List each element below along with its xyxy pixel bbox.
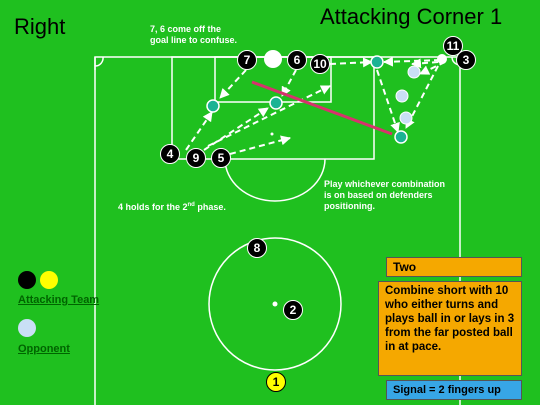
player-7: 7 [237, 50, 257, 70]
player-5: 5 [211, 148, 231, 168]
attacker-swatch-black [18, 271, 36, 289]
opponent-markers [395, 65, 421, 125]
run-7 [219, 69, 247, 99]
note-text: 4 holds for the 2 [118, 202, 188, 212]
option-box: Two [386, 257, 522, 277]
run-3b [411, 58, 439, 69]
page-title: Attacking Corner 1 [320, 4, 503, 29]
player-9: 9 [186, 148, 206, 168]
run-9 [203, 107, 269, 151]
player-3: 3 [456, 50, 476, 70]
player-11: 11 [443, 36, 463, 56]
player-2: 2 [283, 300, 303, 320]
run-3 [419, 61, 446, 75]
note-combination: Play whichever combination is on based o… [324, 179, 445, 212]
movement-arrows [185, 56, 446, 155]
corner-ball [437, 54, 447, 64]
note-line: positioning. [324, 201, 375, 211]
ball-path [251, 80, 393, 136]
note-line: goal line to confuse. [150, 35, 238, 45]
legend-opponent: Opponent [18, 343, 70, 355]
run-4 [185, 111, 213, 151]
player-4: 4 [160, 144, 180, 164]
note-come-off-line: 7, 6 come off the goal line to confuse. [150, 24, 237, 46]
player-1-keeper: 1 [266, 372, 286, 392]
note-line: is on based on defenders [324, 190, 433, 200]
side-label: Right [14, 14, 66, 39]
note-holds: 4 holds for the 2nd phase. [118, 200, 226, 213]
legend-attacking-team: Attacking Team [18, 294, 100, 306]
note-sup: nd [187, 202, 195, 208]
center-spot [272, 301, 278, 307]
attacker-swatch-yellow [40, 271, 58, 289]
run-9b [207, 85, 331, 147]
pass-10 [329, 57, 373, 68]
note-line: 7, 6 come off the [150, 24, 222, 34]
pass-combo [376, 69, 400, 133]
penalty-spot [270, 132, 274, 136]
player-8: 8 [247, 238, 267, 258]
goal-ball [264, 50, 282, 68]
run-5 [229, 135, 291, 155]
run-6 [281, 69, 297, 97]
attacker-markers [206, 55, 408, 144]
center-circle [208, 237, 342, 371]
pass-11 [405, 65, 439, 129]
note-text: phase. [194, 202, 226, 212]
note-line: Play whichever combination [324, 179, 446, 189]
description-box: Combine short with 10 who either turns a… [378, 281, 522, 376]
pass-corner [383, 56, 441, 67]
opponent-swatch [18, 319, 36, 337]
penalty-arc [224, 158, 326, 202]
corner-arc-left [94, 56, 104, 67]
player-6: 6 [287, 50, 307, 70]
player-10: 10 [310, 54, 330, 74]
signal-box: Signal = 2 fingers up [386, 380, 522, 400]
